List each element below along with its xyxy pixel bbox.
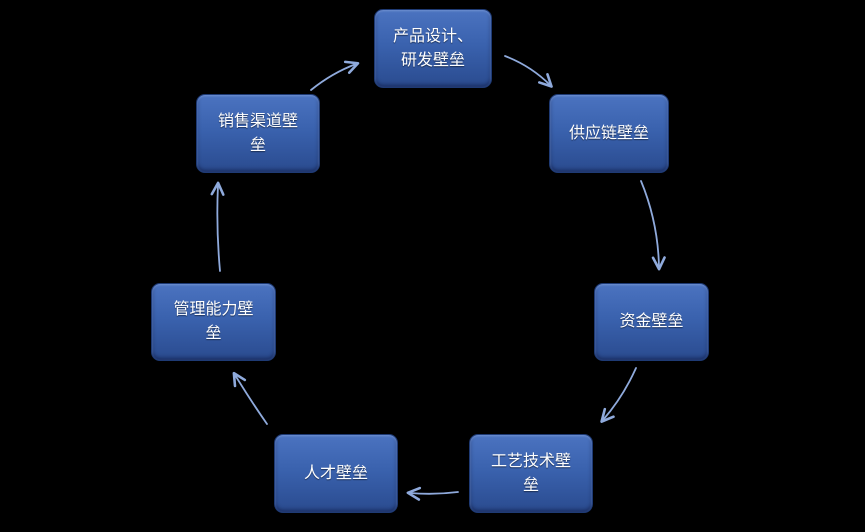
arrow-capital-to-tech [600, 367, 637, 423]
node-sales-channel-label: 销售渠道壁 垒 [217, 112, 298, 154]
node-capital[interactable]: 资金壁垒 [594, 283, 709, 361]
node-product-design[interactable]: 产品设计、 研发壁垒 [374, 9, 492, 88]
arrow-product-to-supply [504, 55, 553, 88]
node-sales-channel[interactable]: 销售渠道壁 垒 [196, 94, 320, 173]
node-talent[interactable]: 人才壁垒 [274, 434, 398, 513]
arrow-mgmt-to-sales [210, 181, 225, 272]
node-process-tech[interactable]: 工艺技术壁 垒 [469, 434, 593, 513]
node-product-design-label: 产品设计、 研发壁垒 [392, 27, 473, 69]
node-talent-label: 人才壁垒 [303, 464, 368, 482]
node-management-label: 管理能力壁 垒 [173, 301, 254, 342]
arrow-supply-to-capital [640, 180, 666, 271]
node-management[interactable]: 管理能力壁 垒 [151, 283, 276, 361]
node-process-tech-label: 工艺技术壁 垒 [490, 452, 571, 494]
node-supply-chain-label: 供应链壁垒 [568, 124, 649, 142]
node-capital-label: 资金壁垒 [619, 313, 684, 330]
arrow-talent-to-mgmt [232, 371, 268, 425]
node-supply-chain[interactable]: 供应链壁垒 [549, 94, 669, 173]
arrow-sales-to-product [310, 60, 360, 91]
arrow-tech-to-talent [406, 486, 459, 501]
